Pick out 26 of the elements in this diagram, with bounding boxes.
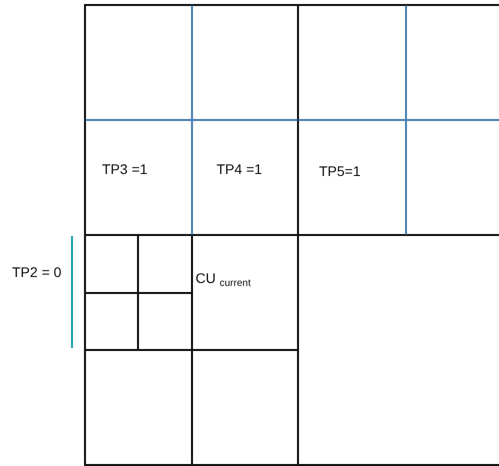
grid-cell	[192, 120, 298, 235]
grid-cell	[138, 235, 192, 292]
quadrant-block	[85, 235, 298, 465]
sub-block	[85, 235, 192, 350]
grid-cell	[192, 235, 298, 350]
grid-cell	[192, 5, 298, 120]
quadrant-block	[298, 5, 499, 235]
cell-label: TP4 =1	[216, 161, 262, 177]
grid-cell	[85, 292, 138, 350]
cell-label: TP3 =1	[102, 161, 148, 177]
quadrant-block	[298, 235, 499, 465]
cell-label: TP5=1	[319, 163, 361, 179]
grid-cell	[85, 5, 192, 120]
grid-cell	[192, 350, 298, 465]
quadrant-block	[85, 5, 298, 235]
grid-cell	[406, 120, 499, 235]
grid-cell	[406, 5, 499, 120]
cell-label: CU $_{current}$	[196, 270, 251, 289]
grid-cell	[298, 5, 406, 120]
coding-block	[84, 4, 499, 466]
depth-label: TP2 = 0	[12, 264, 62, 280]
grid-cell	[85, 120, 192, 235]
grid-cell	[85, 235, 138, 292]
grid-cell	[298, 120, 406, 235]
grid-cell	[85, 350, 192, 465]
grid-cell	[138, 292, 192, 350]
